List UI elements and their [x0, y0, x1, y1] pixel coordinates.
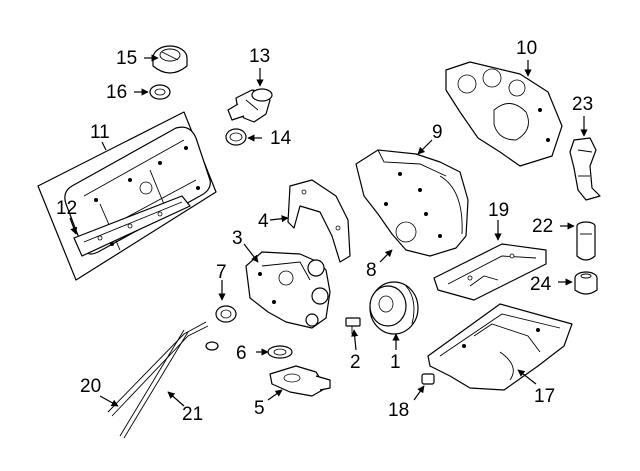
valve-cover-part — [37, 111, 217, 281]
water-pump-gasket-part — [287, 179, 351, 263]
oil-pan-part — [427, 303, 573, 391]
dipstick-tube-part — [107, 321, 209, 417]
callout-8: 8 — [366, 260, 377, 281]
oil-pump-part — [245, 251, 331, 329]
crankshaft-balancer-part — [369, 281, 419, 335]
oil-level-sensor-part — [569, 137, 601, 201]
cap-seal-part — [149, 84, 171, 100]
callout-9: 9 — [432, 122, 443, 143]
front-seal-part — [215, 305, 237, 323]
callout-16: 16 — [106, 82, 127, 103]
rear-timing-cover-part — [445, 61, 563, 167]
callout-12: 12 — [56, 198, 77, 219]
callout-20: 20 — [80, 376, 101, 397]
thermostat-housing-part — [227, 88, 273, 123]
balancer-bolt-part — [345, 317, 361, 334]
callout-1: 1 — [390, 352, 401, 373]
oil-pan-baffle-part — [433, 243, 547, 301]
callout-18: 18 — [388, 400, 409, 421]
callout-leaders — [69, 54, 588, 407]
housing-gasket-part — [225, 128, 247, 146]
callout-15: 15 — [116, 48, 137, 69]
filter-cap-part — [574, 271, 598, 295]
callout-17: 17 — [534, 386, 555, 407]
callout-2: 2 — [350, 352, 361, 373]
dipstick-part — [119, 329, 219, 439]
callout-14: 14 — [270, 128, 292, 149]
pickup-gasket-part — [267, 345, 293, 359]
callout-4: 4 — [258, 211, 269, 232]
drain-plug-part — [421, 373, 435, 385]
oil-pickup-part — [269, 365, 331, 397]
front-timing-cover-part — [355, 149, 469, 257]
callout-10: 10 — [516, 38, 537, 59]
oil-filter-part — [576, 221, 596, 261]
callout-19: 19 — [488, 200, 509, 221]
callout-13: 13 — [249, 46, 270, 67]
callout-24: 24 — [530, 274, 552, 295]
oil-filler-cap-part — [152, 45, 188, 74]
callout-3: 3 — [232, 228, 243, 249]
callout-21: 21 — [182, 404, 203, 425]
callout-22: 22 — [532, 216, 553, 237]
callout-7: 7 — [216, 262, 227, 283]
callout-23: 23 — [572, 94, 593, 115]
callout-11: 11 — [90, 122, 110, 143]
callout-5: 5 — [254, 398, 265, 419]
callout-6: 6 — [236, 343, 247, 364]
